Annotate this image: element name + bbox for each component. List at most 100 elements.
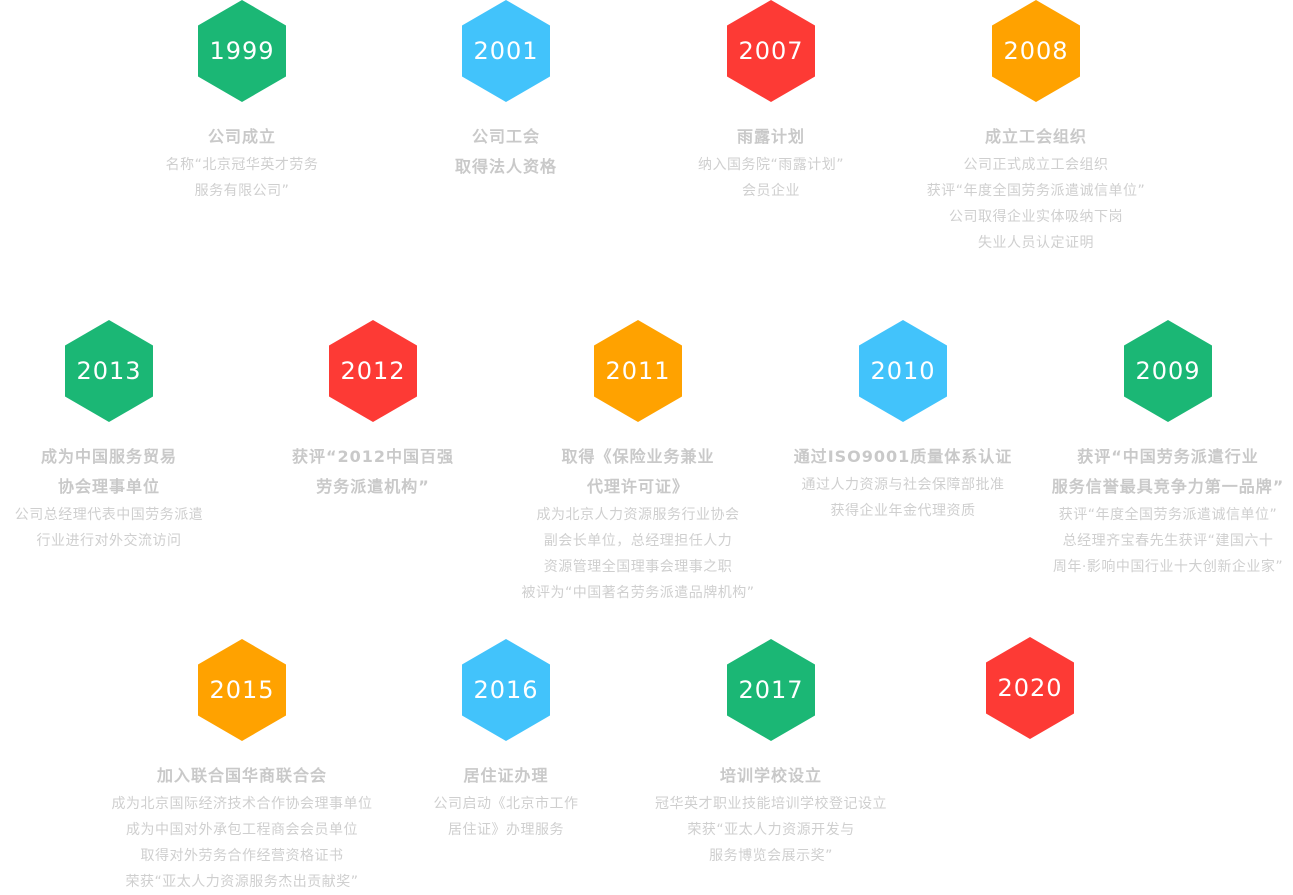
year-label: 2012: [340, 357, 406, 385]
milestone-title: 居住证办理: [463, 766, 549, 785]
milestone-title: 代理许可证》: [586, 477, 689, 496]
milestone-description-line: 获得企业年金代理资质: [830, 503, 976, 519]
milestone-2020: 2020: [870, 637, 1190, 759]
hexagon-badge: 2013: [65, 320, 153, 422]
milestone-description-line: 副会长单位，总经理担任人力: [543, 533, 733, 549]
year-label: 2011: [605, 357, 671, 385]
milestone-titles: 成为中国服务贸易协会理事单位: [0, 442, 269, 502]
milestone-titles: 雨露计划: [611, 122, 931, 152]
milestone-description-line: 成为中国对外承包工程商会会员单位: [126, 822, 358, 838]
milestone-1999: 1999 公司成立 名称“北京冠华英才劳务服务有限公司”: [82, 0, 402, 204]
milestone-description-line: 荣获“亚太人力资源开发与: [687, 822, 855, 838]
milestone-title: 成为中国服务贸易: [40, 447, 177, 466]
hexagon-badge: 2015: [198, 639, 286, 741]
hexagon-badge: 2016: [462, 639, 550, 741]
milestone-lines: 公司正式成立工会组织获评“年度全国劳务派遣诚信单位” 公司取得企业实体吸纳下岗失业…: [876, 152, 1196, 256]
milestone-titles: 居住证办理: [346, 761, 666, 791]
milestone-description-line: 成为北京国际经济技术合作协会理事单位: [111, 796, 373, 812]
milestone-description-line: 总经理齐宝春先生获评“建国六十: [1062, 533, 1274, 549]
milestone-title: 获评“2012中国百强: [291, 447, 455, 466]
milestone-title: 公司工会: [471, 127, 540, 146]
milestone-2001: 2001 公司工会取得法人资格: [346, 0, 666, 182]
milestone-titles: 加入联合国华商联合会: [82, 761, 402, 791]
year-label: 2016: [473, 676, 539, 704]
milestone-description-line: 居住证》办理服务: [448, 822, 564, 838]
milestone-lines: 通过人力资源与社会保障部批准获得企业年金代理资质: [743, 472, 1063, 524]
milestone-2009: 2009 获评“中国劳务派遣行业服务信誉最具竞争力第一品牌” 获评“年度全国劳务…: [1008, 320, 1293, 580]
milestone-description-line: 名称“北京冠华英才劳务: [165, 157, 319, 173]
milestone-description-line: 失业人员认定证明: [978, 235, 1094, 251]
milestone-title: 服务信誉最具竞争力第一品牌”: [1051, 477, 1285, 496]
milestone-description-line: 冠华英才职业技能培训学校登记设立: [655, 796, 887, 812]
milestone-titles: 获评“2012中国百强劳务派遣机构”: [213, 442, 533, 502]
hexagon-badge: 2009: [1124, 320, 1212, 422]
milestone-description-line: 服务有限公司”: [194, 183, 290, 199]
milestone-description-line: 成为北京人力资源服务行业协会: [536, 507, 740, 523]
milestone-2011: 2011 取得《保险业务兼业代理许可证》 成为北京人力资源服务行业协会副会长单位…: [478, 320, 798, 606]
milestone-lines: 冠华英才职业技能培训学校登记设立荣获“亚太人力资源开发与服务博览会展示奖”: [611, 791, 931, 869]
milestone-description-line: 被评为“中国著名劳务派遣品牌机构”: [521, 585, 755, 601]
milestone-description-line: 服务博览会展示奖”: [709, 848, 833, 864]
hexagon-badge: 2011: [594, 320, 682, 422]
milestone-title: 成立工会组织: [984, 127, 1087, 146]
milestone-description-line: 公司正式成立工会组织: [963, 157, 1109, 173]
year-label: 2008: [1003, 37, 1069, 65]
milestone-titles: 获评“中国劳务派遣行业服务信誉最具竞争力第一品牌”: [1008, 442, 1293, 502]
hexagon-badge: 2017: [727, 639, 815, 741]
year-label: 2015: [209, 676, 275, 704]
milestone-title: 取得法人资格: [454, 157, 557, 176]
milestone-2012: 2012 获评“2012中国百强劳务派遣机构”: [213, 320, 533, 502]
milestone-titles: 取得《保险业务兼业代理许可证》: [478, 442, 798, 502]
milestone-titles: 通过ISO9001质量体系认证: [743, 442, 1063, 472]
milestone-description-line: 荣获“亚太人力资源服务杰出贡献奖”: [125, 874, 359, 890]
milestone-titles: 培训学校设立: [611, 761, 931, 791]
milestone-description-line: 获评“年度全国劳务派遣诚信单位”: [1058, 507, 1278, 523]
milestone-titles: 成立工会组织: [876, 122, 1196, 152]
milestone-description-line: 周年·影响中国行业十大创新企业家”: [1052, 559, 1284, 575]
milestone-2008: 2008 成立工会组织 公司正式成立工会组织获评“年度全国劳务派遣诚信单位”公司…: [876, 0, 1196, 256]
year-label: 1999: [209, 37, 275, 65]
milestone-title: 获评“中国劳务派遣行业: [1077, 447, 1259, 466]
milestone-2007: 2007 雨露计划 纳入国务院“雨露计划” 会员企业: [611, 0, 931, 204]
milestone-description-line: 通过人力资源与社会保障部批准: [801, 477, 1005, 493]
year-label: 2009: [1135, 357, 1201, 385]
milestone-lines: 公司启动《北京市工作居住证》办理服务: [346, 791, 666, 843]
milestone-2013: 2013 成为中国服务贸易协会理事单位 公司总经理代表中国劳务派遣行业进行对外交…: [0, 320, 269, 554]
year-label: 2013: [76, 357, 142, 385]
milestone-lines: 纳入国务院“雨露计划” 会员企业: [611, 152, 931, 204]
year-label: 2017: [738, 676, 804, 704]
hexagon-badge: 1999: [198, 0, 286, 102]
milestone-titles: 公司成立: [82, 122, 402, 152]
hexagon-badge: 2012: [329, 320, 417, 422]
milestone-title: 加入联合国华商联合会: [156, 766, 327, 785]
milestone-lines: 公司总经理代表中国劳务派遣行业进行对外交流访问: [0, 502, 269, 554]
milestone-title: 取得《保险业务兼业: [561, 447, 715, 466]
year-label: 2007: [738, 37, 804, 65]
milestone-description-line: 获评“年度全国劳务派遣诚信单位”: [926, 183, 1146, 199]
hexagon-badge: 2020: [986, 637, 1074, 739]
milestone-title: 协会理事单位: [57, 477, 160, 496]
milestone-description-line: 纳入国务院“雨露计划”: [697, 157, 844, 173]
milestone-title: 培训学校设立: [719, 766, 822, 785]
milestone-description-line: 公司启动《北京市工作: [433, 796, 579, 812]
milestone-description-line: 公司取得企业实体吸纳下岗: [949, 209, 1123, 225]
milestone-2010: 2010 通过ISO9001质量体系认证 通过人力资源与社会保障部批准获得企业年…: [743, 320, 1063, 524]
milestone-title: 劳务派遣机构”: [316, 477, 430, 496]
year-label: 2001: [473, 37, 539, 65]
milestone-lines: 成为北京人力资源服务行业协会副会长单位，总经理担任人力资源管理全国理事会理事之职…: [478, 502, 798, 606]
milestone-description-line: 会员企业: [742, 183, 800, 199]
hexagon-badge: 2007: [727, 0, 815, 102]
milestone-2016: 2016 居住证办理 公司启动《北京市工作居住证》办理服务: [346, 639, 666, 843]
hexagon-badge: 2008: [992, 0, 1080, 102]
milestone-description-line: 行业进行对外交流访问: [36, 533, 182, 549]
milestone-description-line: 资源管理全国理事会理事之职: [543, 559, 733, 575]
hexagon-badge: 2010: [859, 320, 947, 422]
milestone-lines: 名称“北京冠华英才劳务服务有限公司”: [82, 152, 402, 204]
milestone-lines: 获评“年度全国劳务派遣诚信单位” 总经理齐宝春先生获评“建国六十周年·影响中国行业…: [1008, 502, 1293, 580]
milestone-description-line: 取得对外劳务合作经营资格证书: [140, 848, 344, 864]
hexagon-badge: 2001: [462, 0, 550, 102]
milestone-description-line: 公司总经理代表中国劳务派遣: [14, 507, 204, 523]
milestone-title: 雨露计划: [736, 127, 805, 146]
milestone-titles: 公司工会取得法人资格: [346, 122, 666, 182]
year-label: 2020: [997, 674, 1063, 702]
